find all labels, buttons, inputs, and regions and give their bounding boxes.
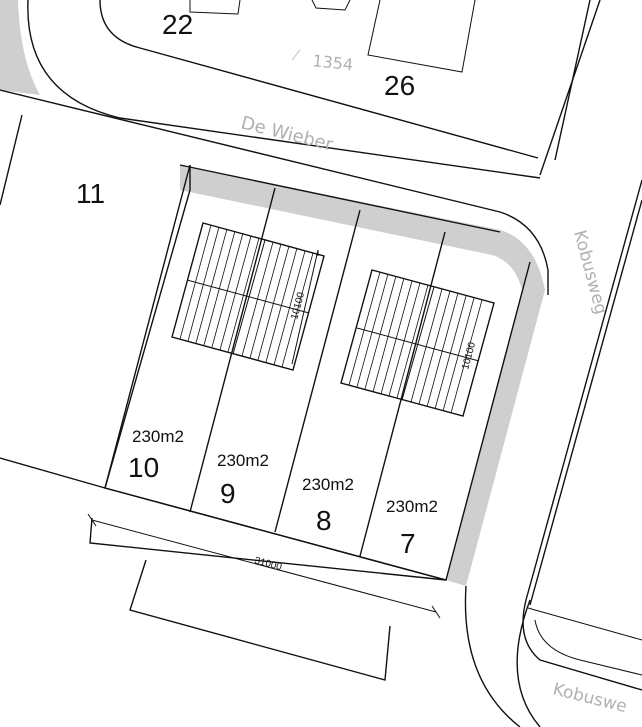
- street-label-kobusweg-upper: Kobusweg: [569, 228, 611, 317]
- lot-divider-10-9: [104, 165, 191, 489]
- kobusweg-south-curve-2: [516, 599, 541, 727]
- lots-south-front-edge: [89, 517, 447, 581]
- frontage-dimension-tick-left: [87, 513, 97, 527]
- frontage-dimension-tick-right: [431, 605, 441, 619]
- plot-10-area: 230m2: [132, 427, 184, 446]
- upper-block-east-edge-inner: [554, 0, 591, 161]
- parcel-divider-upper: [311, 0, 351, 11]
- frontage-dimension-line: [91, 519, 437, 613]
- kobusweg-south-curve: [464, 585, 521, 727]
- road-edge-left-strip: [0, 0, 40, 95]
- parcel-1354-mark: [291, 49, 301, 61]
- road-edge-de-wieber-strip: [180, 165, 545, 290]
- frontage-dimension-label: 31000: [253, 555, 283, 573]
- plot-11-number: 11: [76, 178, 105, 209]
- lot-11-south-edge: [0, 457, 106, 489]
- lot-divider-8-7: [274, 209, 361, 533]
- upper-block-outer-curb: [27, 0, 541, 179]
- plot-7-area: 230m2: [386, 497, 438, 516]
- plot-10-number: 10: [128, 452, 159, 483]
- building-left-lots-10-9: [171, 222, 325, 371]
- upper-block-inner-curb: [99, 0, 539, 159]
- de-wieber-north-curb: [0, 89, 549, 295]
- building-right-depth-label: 10100: [460, 341, 478, 371]
- lot-11-west-edge: [0, 114, 23, 206]
- street-label-de-wieber: De Wieber: [239, 112, 336, 155]
- building-left-depth-label: 10100: [289, 291, 307, 321]
- building-right-lots-8-7: [340, 269, 495, 417]
- plot-8-area: 230m2: [302, 475, 354, 494]
- kobusweg-east-curb-inner: [529, 199, 642, 606]
- parcel-26-outline: [367, 0, 476, 73]
- kobusweg-east-lot-line-2: [534, 619, 642, 676]
- plot-22-number: 22: [162, 9, 193, 40]
- kobusweg-east-lot-line: [527, 607, 642, 641]
- parcel-ref-label: 1354: [312, 51, 354, 74]
- plot-9-number: 9: [220, 478, 236, 509]
- lot-divider-9-8: [189, 187, 276, 513]
- street-label-kobusweg-lower: Kobuswe: [551, 679, 629, 717]
- plot-8-number: 8: [316, 505, 332, 536]
- lots-front-inner: [104, 487, 447, 581]
- plot-9-area: 230m2: [217, 451, 269, 470]
- de-wieber-south-curb: [179, 164, 501, 233]
- parcel-22-outline: [189, 0, 241, 15]
- kobusweg-east-curb: [522, 179, 642, 691]
- front-parking-outline: [129, 559, 391, 681]
- plot-26-number: 26: [384, 70, 415, 101]
- road-edge-kobusweg-strip: [446, 290, 545, 586]
- upper-block-east-edge: [539, 0, 601, 176]
- plot-7-number: 7: [400, 528, 416, 559]
